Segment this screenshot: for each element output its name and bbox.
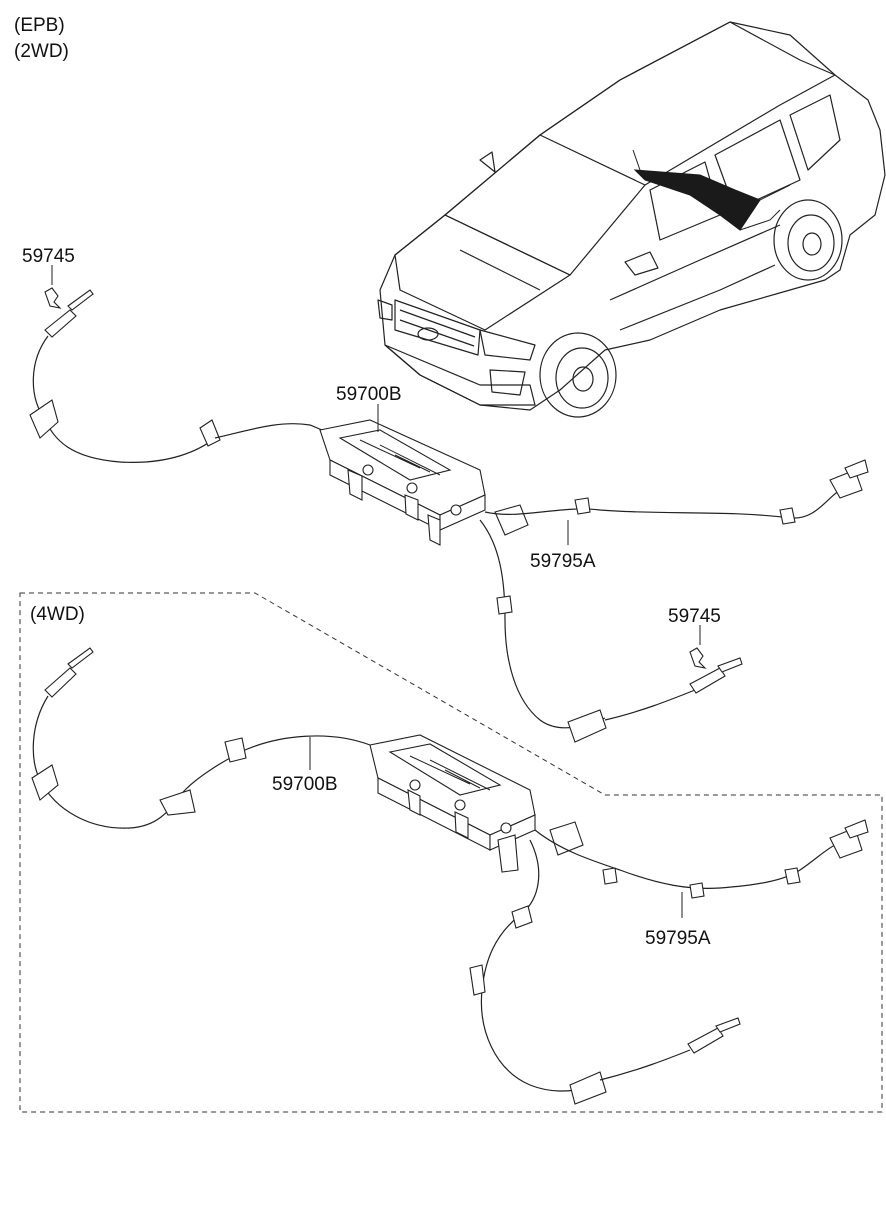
clip-icon bbox=[689, 647, 707, 669]
header-epb: (EPB) bbox=[14, 15, 65, 36]
section-4wd-border bbox=[19, 592, 883, 1113]
part-label-59745: 59745 bbox=[22, 246, 75, 267]
brake-cable-icon bbox=[32, 335, 216, 463]
connector-icon bbox=[549, 821, 584, 856]
part-label-59745-right: 59745 bbox=[668, 606, 721, 627]
header-2wd: (2WD) bbox=[14, 41, 69, 62]
part-label-59700b-4wd: 59700B bbox=[272, 774, 338, 795]
connector-icon bbox=[494, 504, 529, 536]
epb-actuator-icon bbox=[369, 734, 536, 851]
part-label-59795a-4wd: 59795A bbox=[645, 928, 711, 949]
assembly-2wd: 59745 59700B 59795A 59745 bbox=[22, 246, 869, 743]
section-4wd-label: (4WD) bbox=[30, 604, 85, 625]
part-label-59700b: 59700B bbox=[336, 384, 402, 405]
vehicle-icon bbox=[377, 21, 886, 418]
assembly-4wd: 59700B 59795A bbox=[31, 647, 869, 1105]
clip-icon bbox=[44, 287, 62, 309]
epb-actuator-icon bbox=[319, 419, 486, 546]
cable-end-fitting bbox=[44, 309, 77, 338]
part-label-59795a: 59795A bbox=[530, 551, 596, 572]
